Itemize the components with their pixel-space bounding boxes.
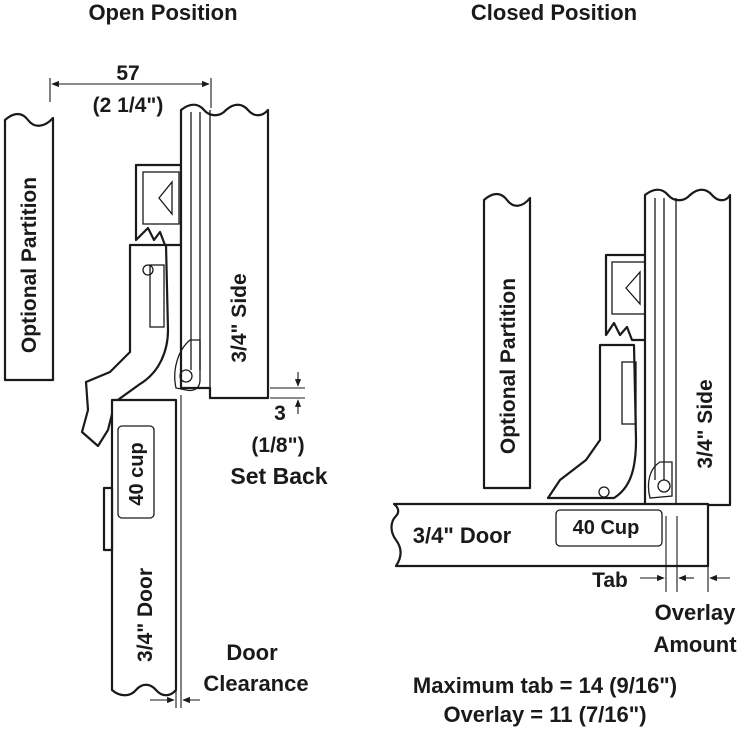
door-clearance-line2: Clearance [203, 671, 308, 696]
closed-cabinet-side [643, 188, 732, 507]
closed-cup-label: 40 Cup [573, 517, 640, 539]
overlay-note: Overlay = 11 (7/16") [443, 702, 646, 727]
setback-dimension [270, 372, 305, 414]
tab-overlay-dimension [640, 516, 730, 592]
open-width-value: 57 [116, 62, 139, 85]
closed-position-title: Closed Position [471, 0, 637, 25]
open-position-title: Open Position [88, 0, 237, 25]
open-door-panel [102, 398, 178, 697]
closed-hinge-arm [546, 343, 673, 500]
open-side-label: 3/4" Side [228, 273, 251, 362]
open-door-label: 3/4" Door [134, 568, 157, 662]
open-hinge-arm [80, 243, 201, 448]
closed-door-panel [390, 502, 710, 568]
open-partition-label: Optional Partition [18, 177, 41, 353]
door-clearance-dimension [150, 395, 200, 708]
open-width-imperial: (2 1/4") [93, 94, 164, 117]
open-partition-panel [3, 112, 55, 382]
closed-door-label: 3/4" Door [413, 523, 512, 548]
setback-imperial: (1/8") [251, 434, 304, 457]
closed-side-label: 3/4" Side [694, 379, 717, 468]
open-cabinet-side [179, 103, 270, 400]
closed-hinge-plate [604, 253, 650, 342]
closed-partition-panel [482, 192, 532, 490]
tab-label: Tab [592, 569, 628, 592]
closed-partition-label: Optional Partition [497, 278, 520, 454]
open-width-dimension [49, 78, 212, 108]
setback-value: 3 [274, 402, 286, 425]
open-hinge-plate [134, 163, 183, 247]
overlay-line2: Amount [653, 632, 737, 657]
max-tab-note: Maximum tab = 14 (9/16") [413, 673, 677, 698]
open-cup-label: 40 cup [126, 442, 148, 505]
door-clearance-line1: Door [226, 640, 278, 665]
setback-label: Set Back [230, 463, 327, 489]
overlay-line1: Overlay [655, 600, 736, 625]
